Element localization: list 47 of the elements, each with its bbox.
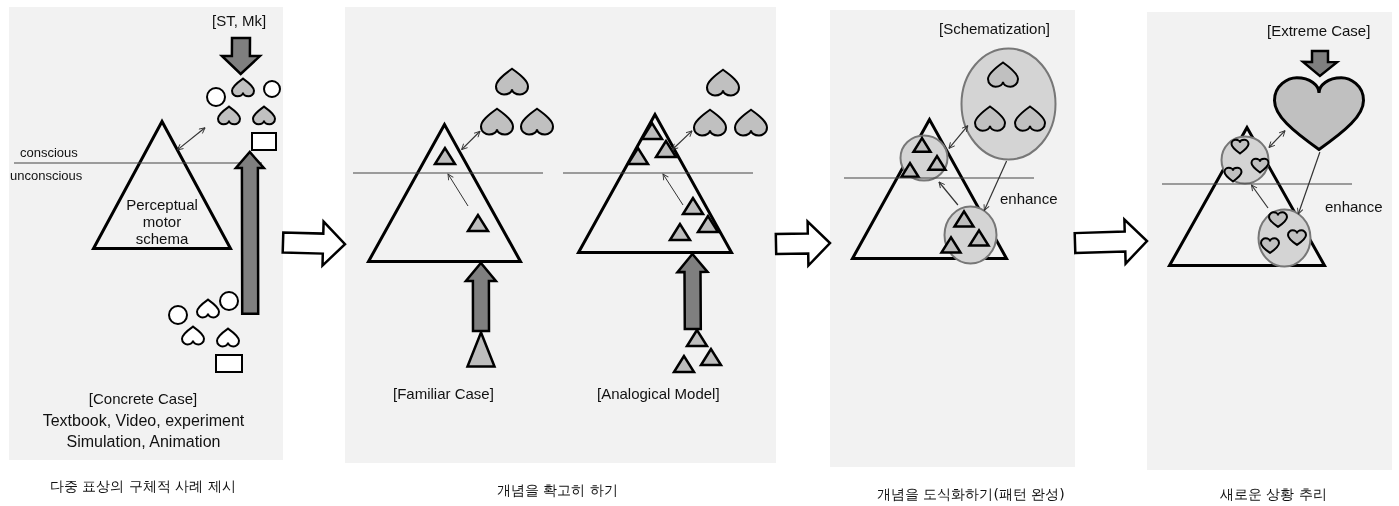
double-arrow bbox=[461, 130, 481, 151]
case-label: [Schematization] bbox=[939, 20, 1050, 38]
block-arrow bbox=[674, 252, 711, 331]
circle-shape bbox=[1220, 135, 1270, 185]
step-caption: 새로운 상황 추리 bbox=[1220, 486, 1327, 504]
heart-shape bbox=[1273, 76, 1365, 152]
panel bbox=[345, 7, 776, 463]
panel bbox=[1147, 12, 1392, 470]
triangle-shape bbox=[367, 123, 522, 263]
double-arrow bbox=[1268, 130, 1286, 149]
case-label: [Familiar Case] bbox=[393, 385, 494, 403]
double-arrow bbox=[176, 127, 206, 151]
arrow bbox=[1297, 151, 1321, 215]
edge-label: enhance bbox=[998, 190, 1060, 207]
triangle-shape bbox=[466, 331, 496, 368]
schema-label: Perceptual motor schema bbox=[125, 196, 199, 247]
arrow bbox=[938, 181, 959, 206]
panel bbox=[830, 10, 1075, 467]
triangle-shape bbox=[577, 113, 733, 254]
block-arrow bbox=[1073, 216, 1149, 267]
edge-label: enhance bbox=[1323, 198, 1385, 215]
block-arrow bbox=[233, 150, 267, 316]
block-arrow bbox=[218, 36, 264, 76]
double-arrow bbox=[948, 125, 969, 149]
block-arrow bbox=[463, 261, 499, 333]
case-label: [Extreme Case] bbox=[1267, 22, 1371, 40]
step-caption: 개념을 확고히 하기 bbox=[497, 482, 618, 500]
case-label: [ST, Mk] bbox=[212, 12, 267, 30]
circle-shape bbox=[1257, 208, 1312, 268]
step-caption: 개념을 도식화하기(패턴 완성) bbox=[877, 486, 1065, 504]
circle-shape bbox=[899, 134, 949, 182]
arrow bbox=[983, 160, 1008, 211]
arrow bbox=[1250, 184, 1269, 209]
level-label: conscious bbox=[20, 144, 78, 162]
schema-triangle bbox=[92, 120, 232, 250]
block-arrow bbox=[774, 218, 832, 269]
level-label: unconscious bbox=[10, 167, 83, 185]
case-label: Textbook, Video, experiment Simulation, Animation bbox=[41, 411, 246, 452]
circle-shape bbox=[960, 47, 1057, 161]
block-arrow bbox=[1299, 49, 1341, 78]
double-arrow bbox=[671, 130, 693, 151]
panel bbox=[9, 7, 283, 460]
block-arrow bbox=[281, 218, 347, 269]
case-label: [Concrete Case] bbox=[88, 390, 198, 408]
case-label: [Analogical Model] bbox=[597, 385, 720, 403]
step-caption: 다중 표상의 구체적 사례 제시 bbox=[50, 478, 236, 496]
triangle-cluster-drawing bbox=[671, 329, 723, 374]
